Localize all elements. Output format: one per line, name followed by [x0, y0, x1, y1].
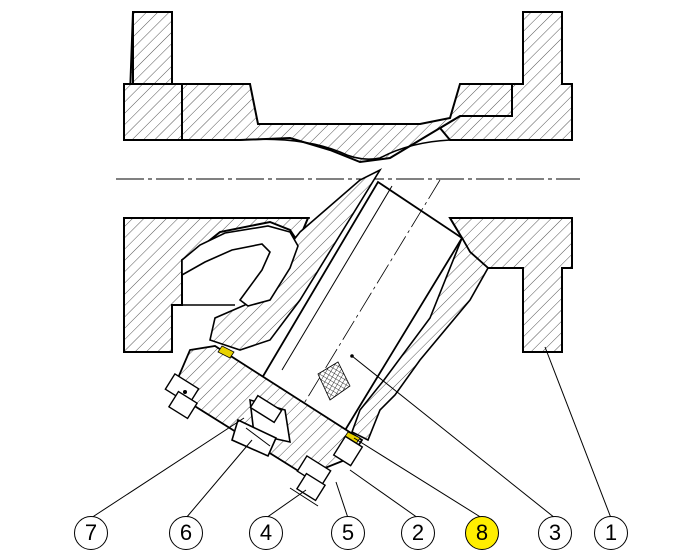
gasket-upper — [217, 345, 235, 359]
part-label-2-text: 2 — [411, 520, 425, 545]
leader-8 — [353, 437, 483, 519]
part-label-7[interactable]: 7 — [74, 516, 108, 550]
part-label-2[interactable]: 2 — [401, 516, 435, 550]
right-flange-top — [438, 11, 573, 141]
bolt-left — [164, 372, 200, 420]
screen-chamber-wall-right — [351, 236, 490, 442]
bolt-right — [289, 454, 332, 507]
part-label-6[interactable]: 6 — [169, 516, 203, 550]
part-label-5-text: 5 — [341, 520, 355, 545]
screen-inner-line — [281, 185, 393, 371]
part-label-1-text: 1 — [604, 520, 618, 545]
leader-7 — [90, 417, 245, 519]
part-label-6-text: 6 — [179, 520, 193, 545]
leader-3 — [351, 355, 556, 519]
body-top-wall — [181, 83, 513, 164]
part-label-8-text: 8 — [475, 520, 489, 545]
part-label-1[interactable]: 1 — [594, 516, 628, 550]
leader-4 — [265, 489, 307, 519]
leader-2 — [349, 469, 419, 519]
bore-upper-line — [124, 138, 572, 160]
leader-5 — [335, 481, 349, 519]
part-label-7-text: 7 — [84, 520, 98, 545]
part-label-5[interactable]: 5 — [331, 516, 365, 550]
part-label-3[interactable]: 3 — [538, 516, 572, 550]
part-label-8[interactable]: 8 — [465, 516, 499, 550]
leader-6 — [185, 439, 253, 519]
drain-plug — [231, 394, 291, 458]
drain-loop — [181, 225, 299, 307]
part-label-4-text: 4 — [259, 520, 273, 545]
left-flange-body — [123, 11, 183, 141]
part-label-4[interactable]: 4 — [249, 516, 283, 550]
part-label-3-text: 3 — [548, 520, 562, 545]
bolt-nut-right — [332, 435, 364, 467]
leader-1 — [544, 346, 612, 519]
screen-mesh-detail — [317, 361, 351, 401]
